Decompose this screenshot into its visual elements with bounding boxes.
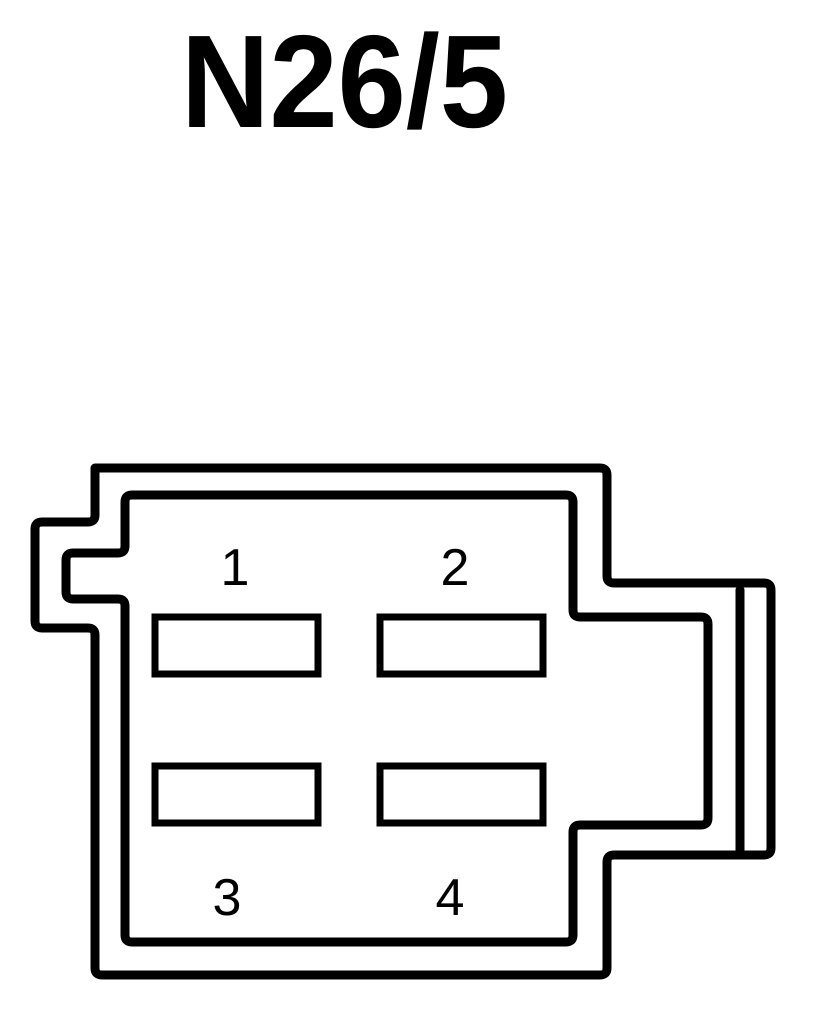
pin-slot-2 [376,613,547,678]
pin-slot-4 [376,762,547,827]
pin-label-4: 4 [436,869,465,927]
pin-slot-3 [151,762,322,827]
pin-label-2: 2 [441,539,470,597]
pin-label-3: 3 [213,869,242,927]
connector-title: N26/5 [181,8,508,155]
connector-housing-inner [61,490,713,947]
connector-housing-outer [30,463,776,980]
pin-label-1: 1 [221,539,250,597]
pin-slot-1 [151,613,322,678]
